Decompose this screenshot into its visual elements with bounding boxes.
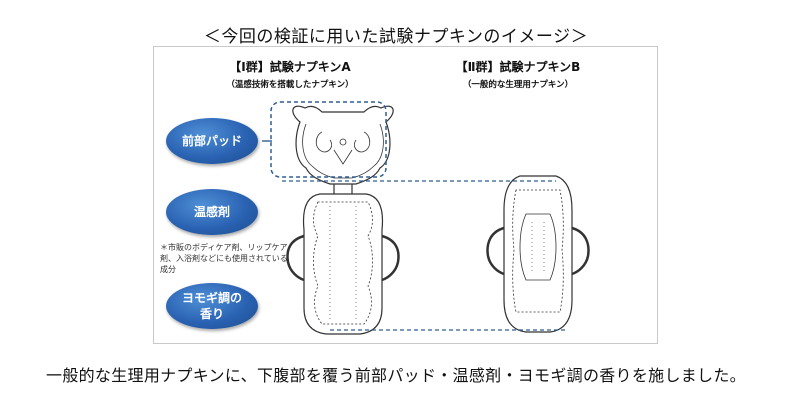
- yomogi-scent-label: ヨモギ調の 香り: [166, 283, 258, 329]
- front-pad-label: 前部パッド: [166, 118, 258, 164]
- group2-subheading: （一般的な生理用ナプキン）: [462, 80, 574, 90]
- page-title: ＜今回の検証に用いた試験ナプキンのイメージ＞: [203, 27, 589, 47]
- front-pad-highlight: [270, 101, 387, 178]
- group1-heading: 【Ⅰ群】試験ナプキンA: [229, 60, 351, 74]
- napkin-a-illustration: [286, 105, 400, 335]
- group1-header: 【Ⅰ群】試験ナプキンA （温感技術を搭載したナプキン）: [200, 58, 380, 90]
- ingredient-note: ＊市販のボディケア剤、リップケア剤、入浴剤などにも使用されている成分: [160, 243, 288, 275]
- group1-subheading: （温感技術を搭載したナプキン）: [226, 80, 354, 90]
- caption: 一般的な生理用ナプキンに、下腹部を覆う前部パッド・温感剤・ヨモギ調の香りを施しま…: [46, 366, 746, 385]
- napkin-b-illustration: [486, 175, 590, 333]
- group2-heading: 【Ⅱ群】試験ナプキンB: [455, 60, 581, 74]
- warming-agent-label: 温感剤: [166, 189, 258, 235]
- group2-header: 【Ⅱ群】試験ナプキンB （一般的な生理用ナプキン）: [428, 58, 608, 90]
